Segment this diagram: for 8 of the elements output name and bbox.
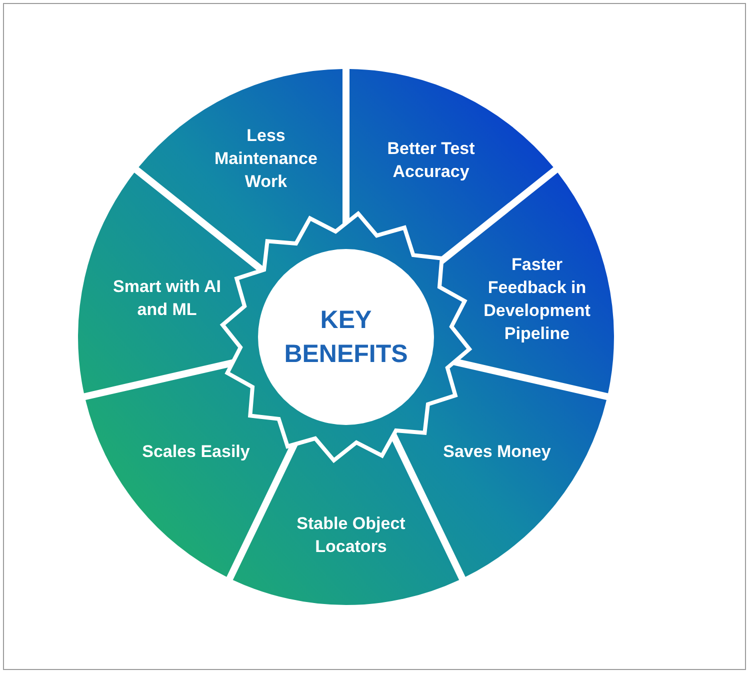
segment-label: Faster Feedback in Development Pipeline <box>482 254 592 345</box>
segment-label: Saves Money <box>442 440 552 462</box>
segment-label: Less Maintenance Work <box>214 124 318 192</box>
segment-label: Smart with AI and ML <box>112 276 222 321</box>
segment-label: Better Test Accuracy <box>386 138 476 183</box>
center-title: KEY BENEFITS <box>283 305 409 370</box>
segment-label: Scales Easily <box>141 440 251 462</box>
segment-label: Stable Object Locators <box>296 513 406 558</box>
